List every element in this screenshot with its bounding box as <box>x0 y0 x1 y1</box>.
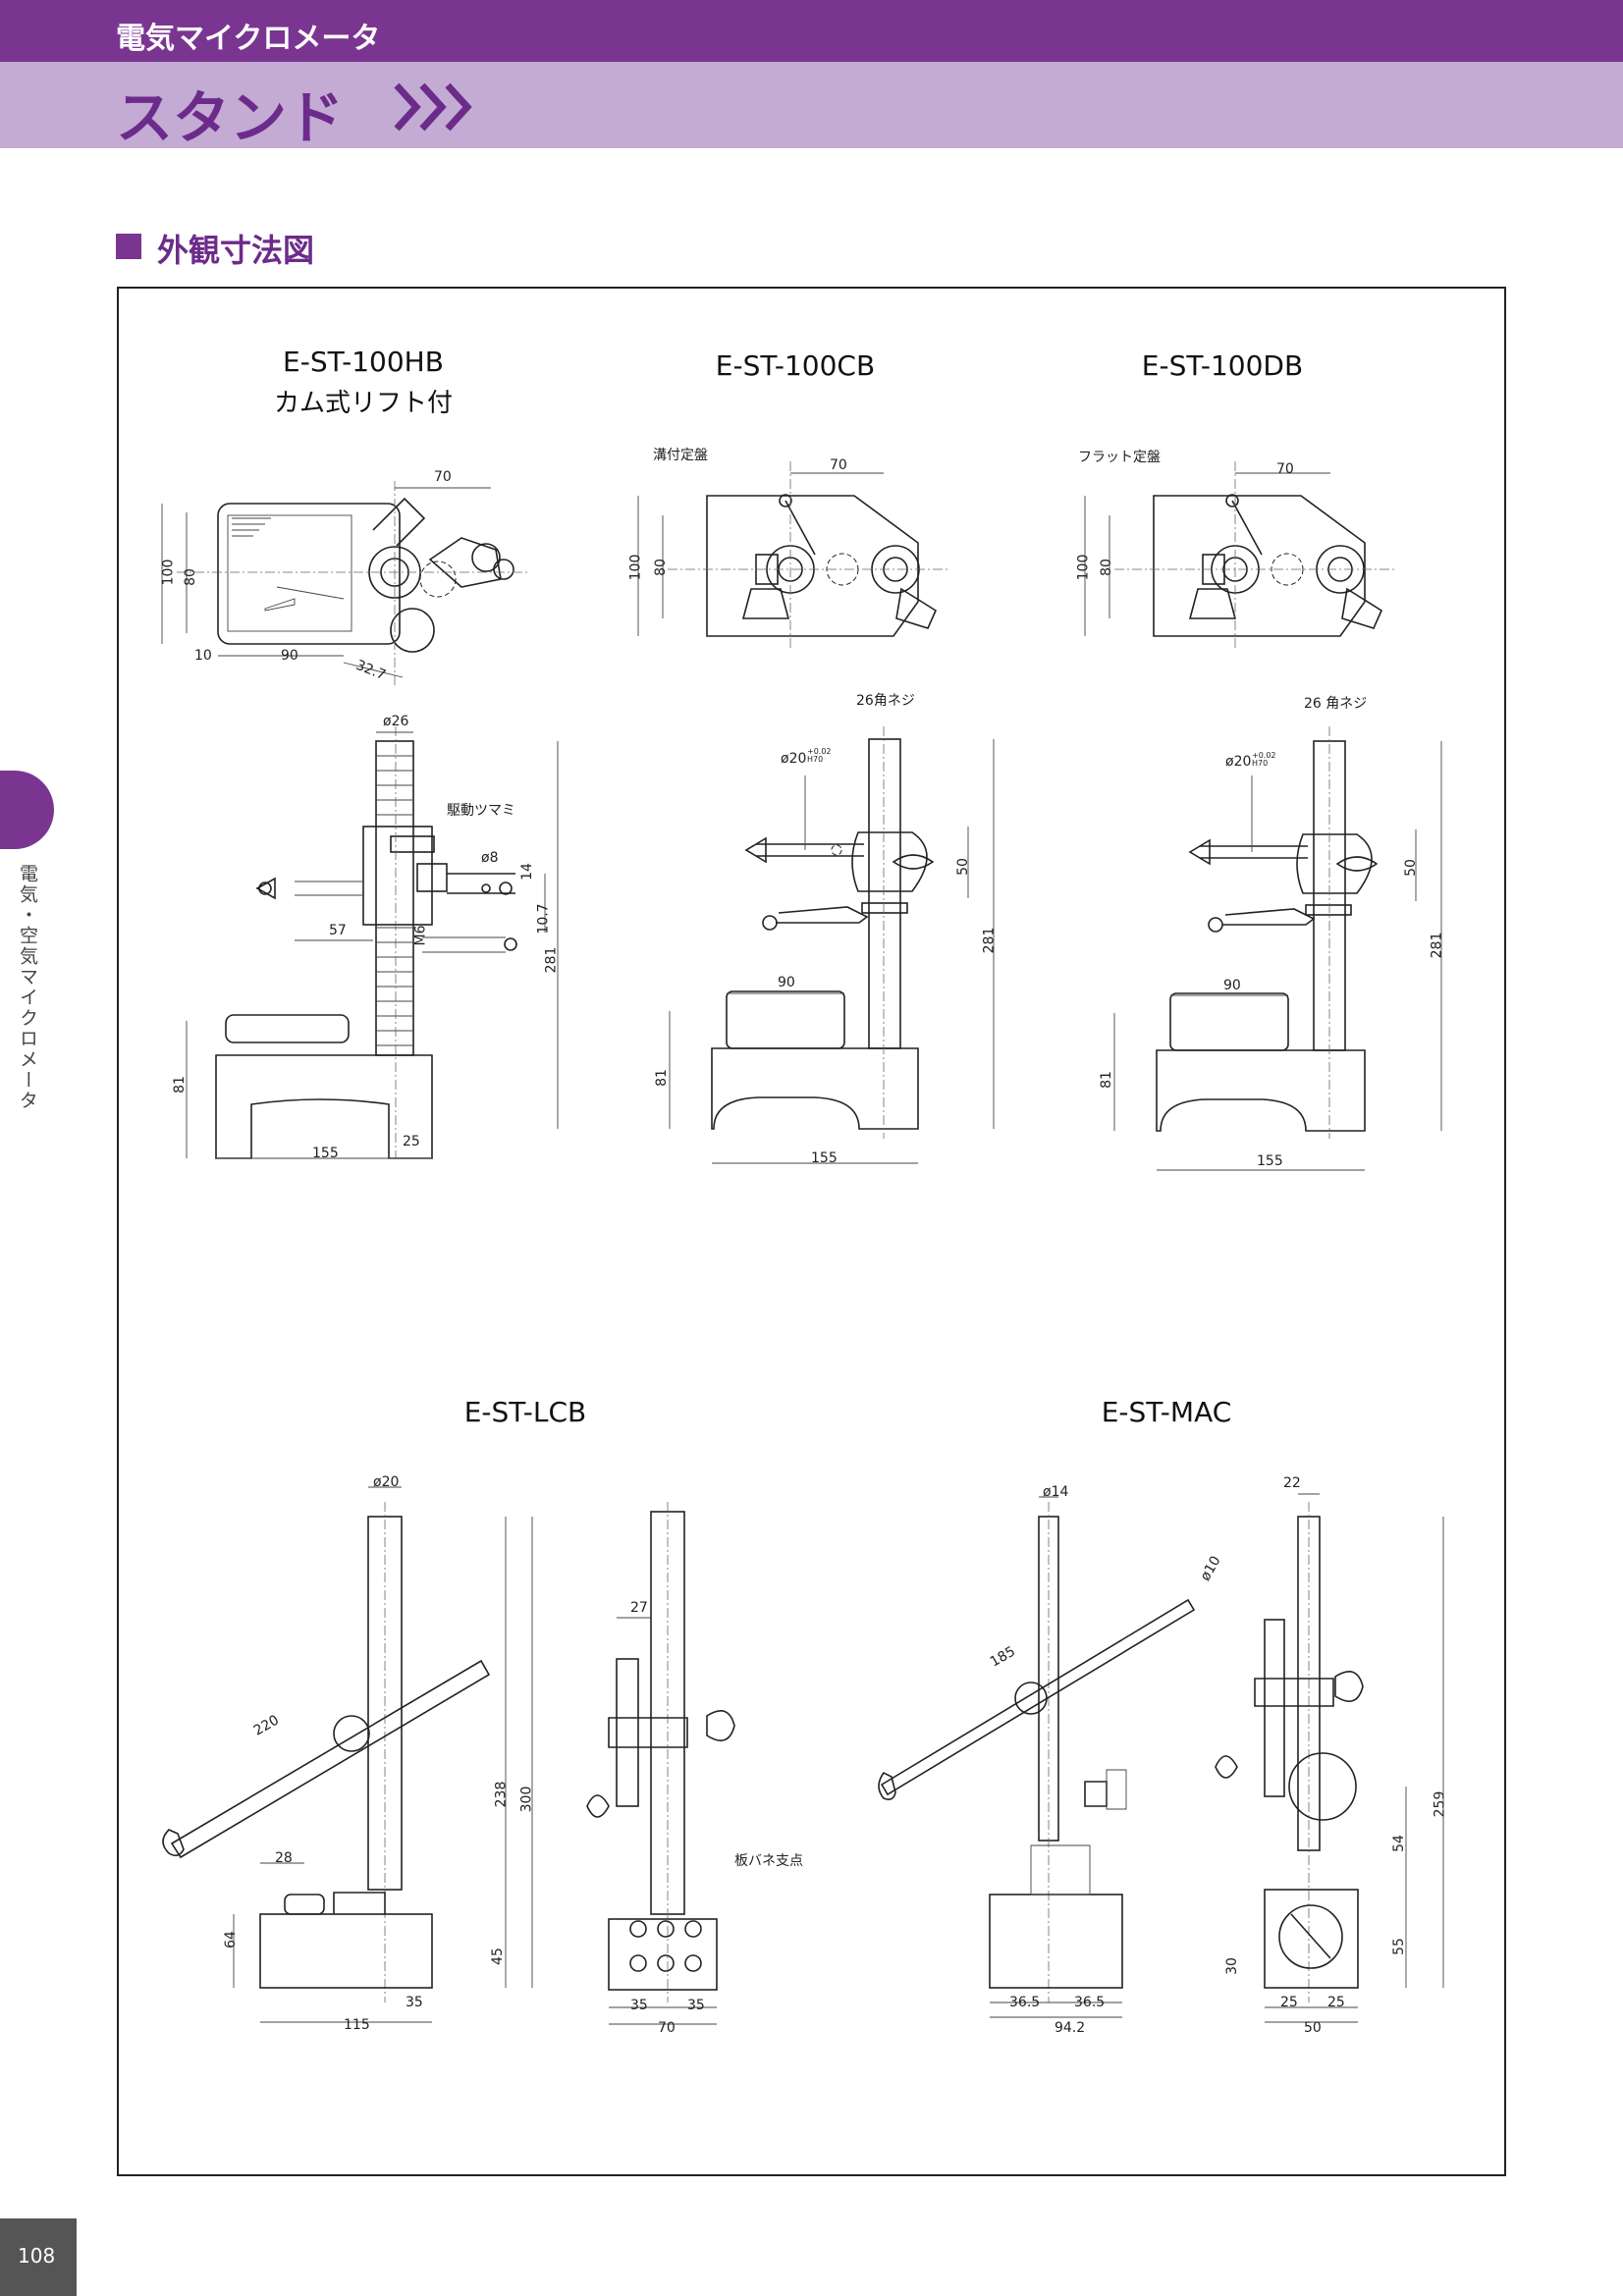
dim-label: 90 <box>1223 978 1241 993</box>
dim-label: 28 <box>275 1850 293 1866</box>
dim-label: 81 <box>653 1069 670 1087</box>
dim-label: 155 <box>811 1150 838 1166</box>
db-side-view-drawing <box>1113 726 1442 1171</box>
lcb-side-view-drawing <box>586 1502 735 2025</box>
dim-label: 81 <box>1098 1071 1114 1089</box>
dim-label: 10.7 <box>535 903 552 934</box>
header-category: 電気マイクロメータ <box>116 22 381 56</box>
cb-top-view-drawing <box>637 461 947 648</box>
dim-label: ø20 <box>1225 754 1252 770</box>
triple-chevron-icon <box>394 82 472 132</box>
db-top-view-drawing <box>1084 461 1394 648</box>
dim-label: ø20 <box>781 751 807 767</box>
dim-label: 10 <box>194 648 212 664</box>
dim-label: 36.5 <box>1074 1995 1106 2010</box>
dim-label: 36.5 <box>1009 1995 1041 2010</box>
side-tab-label: 電気・空気マイクロメータ <box>17 864 38 1111</box>
square-bullet-icon <box>116 234 141 259</box>
header-title-bar: スタンド <box>0 62 1623 151</box>
callout-square-screw-db: 26 角ネジ <box>1304 696 1368 712</box>
header-category-bar: 電気マイクロメータ <box>0 0 1623 62</box>
dim-label: ø20 <box>373 1474 400 1490</box>
dim-label: 155 <box>1257 1153 1283 1169</box>
dim-label: 57 <box>329 923 347 938</box>
dim-label: 100 <box>627 554 644 581</box>
dim-label: 70 <box>1276 461 1294 477</box>
section-title: 外観寸法図 <box>157 232 315 269</box>
dim-label: M6 <box>412 925 429 946</box>
cb-side-view-drawing <box>669 726 995 1164</box>
dim-label: ø26 <box>383 714 409 729</box>
callout-drive-knob: 駆動ツマミ <box>447 803 515 819</box>
dim-label: +0.02 H70 <box>1252 751 1276 768</box>
dim-label: 90 <box>281 648 298 664</box>
dim-label: 22 <box>1283 1475 1301 1491</box>
dim-label: 100 <box>160 559 177 586</box>
dim-label: ø8 <box>481 850 499 866</box>
dim-label: 25 <box>403 1134 420 1149</box>
dim-label: 27 <box>630 1600 648 1616</box>
mac-side-view-drawing <box>1215 1493 1444 2023</box>
model-name-lcb: E-ST-LCB <box>463 1396 587 1428</box>
dim-label: 35 <box>687 1998 705 2013</box>
page-number-box: 108 <box>0 2218 77 2296</box>
callout-leaf-spring: 板バネ支点 <box>734 1853 803 1869</box>
model-subtitle-hb: カム式リフト付 <box>273 389 453 418</box>
page-title: スタンド <box>116 84 345 151</box>
callout-flat-plate: フラット定盤 <box>1078 450 1161 465</box>
dim-label: 35 <box>406 1995 423 2010</box>
dim-label: ø14 <box>1043 1484 1069 1500</box>
dim-label: 80 <box>1098 559 1114 576</box>
dim-label: 115 <box>344 2017 370 2033</box>
dim-label: 64 <box>222 1931 239 1949</box>
hb-side-view-drawing <box>186 726 559 1159</box>
mac-front-view-drawing <box>878 1496 1196 2018</box>
dim-label: 35 <box>630 1998 648 2013</box>
dim-label: 54 <box>1390 1835 1407 1852</box>
dim-label: 70 <box>830 457 847 473</box>
dim-label: 50 <box>1304 2020 1322 2036</box>
dimension-drawing-frame <box>117 287 1506 2176</box>
dim-label: 90 <box>778 975 795 990</box>
dim-label: 70 <box>658 2020 676 2036</box>
dim-label: 25 <box>1280 1995 1298 2010</box>
dim-label: 80 <box>652 559 669 576</box>
dim-label: 281 <box>543 946 560 974</box>
dim-label: 55 <box>1390 1938 1407 1955</box>
dim-label: 238 <box>493 1781 510 1808</box>
dim-label: 14 <box>518 863 535 881</box>
dim-label: 70 <box>434 469 452 485</box>
dim-label: 300 <box>518 1786 535 1813</box>
hb-top-view-drawing <box>161 481 530 687</box>
model-name-mac: E-ST-MAC <box>1101 1396 1232 1428</box>
dim-label: 155 <box>312 1146 339 1161</box>
dim-label: +0.02 H70 <box>807 747 832 764</box>
model-name-cb: E-ST-100CB <box>715 349 876 382</box>
callout-square-screw-cb: 26角ネジ <box>856 693 915 709</box>
dim-label: 80 <box>182 568 198 586</box>
dim-label: 45 <box>489 1948 506 1965</box>
dim-label: 25 <box>1327 1995 1345 2010</box>
dim-label: 281 <box>1429 932 1445 959</box>
lcb-front-view-drawing <box>162 1486 533 2023</box>
dim-label: 50 <box>1402 859 1419 877</box>
model-name-db: E-ST-100DB <box>1141 349 1304 382</box>
dim-label: 81 <box>171 1076 188 1094</box>
dim-label: 50 <box>954 858 971 876</box>
model-name-hb: E-ST-100HB <box>283 346 444 378</box>
dim-label: 94.2 <box>1055 2020 1086 2036</box>
page-number: 108 <box>18 2244 56 2268</box>
callout-grooved-plate: 溝付定盤 <box>653 448 708 463</box>
dim-label: 259 <box>1432 1790 1448 1818</box>
dim-label: 100 <box>1075 554 1092 581</box>
dim-label: 281 <box>981 927 998 954</box>
dim-label: 30 <box>1223 1957 1240 1975</box>
